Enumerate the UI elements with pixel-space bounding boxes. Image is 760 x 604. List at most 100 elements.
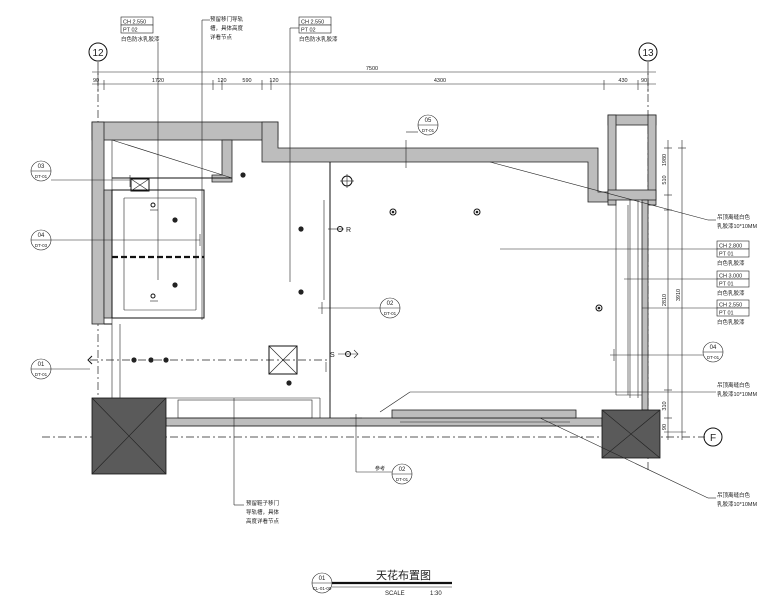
dim-top-6: 4300 (434, 78, 446, 84)
svg-text:白色防水乳胶漆: 白色防水乳胶漆 (121, 35, 160, 43)
grid-bubble-13 (638, 42, 658, 62)
scale-label: SCALE (385, 591, 405, 597)
note-rail-bottom: 预留鞋子移门 导轨槽，具体 高度详看节点 (233, 398, 280, 525)
dim-top-overall: 7500 (366, 66, 378, 72)
section-marker-02-bottom: 02 DT-01 参考 (350, 414, 413, 485)
svg-text:白色防水乳胶漆: 白色防水乳胶漆 (299, 35, 338, 43)
svg-text:PT 01: PT 01 (719, 282, 734, 288)
svg-text:04: 04 (38, 233, 45, 239)
grid-label-12: 12 (92, 48, 104, 59)
svg-text:CH 3.000: CH 3.000 (719, 274, 742, 280)
svg-text:01: 01 (38, 362, 45, 368)
svg-text:05: 05 (425, 118, 432, 124)
svg-text:乳胶漆10*10MM: 乳胶漆10*10MM (717, 500, 757, 508)
svg-text:02: 02 (399, 467, 406, 473)
note-shadow-gap-3: 吊顶离缝白色 乳胶漆10*10MM (539, 417, 757, 508)
section-marker-05: 05 DT-01 (405, 114, 439, 168)
svg-text:03: 03 (38, 164, 45, 170)
supply-air-label: S (330, 352, 335, 359)
title-sheet: CL-01-00 (313, 586, 332, 591)
svg-text:CH 2.550: CH 2.550 (301, 20, 324, 26)
dim-top-7: 430 (618, 78, 627, 84)
ceiling-tag-4: CH 3.000 PT 01 白色乳胶漆 (624, 270, 750, 297)
downlight (172, 282, 178, 288)
section-markers: 05 DT-01 03 DT-01 04 DT-03 02 (30, 114, 724, 485)
dim-right-overall: 3910 (676, 289, 682, 301)
dim-top-1: 90 (93, 78, 99, 84)
smoke-detector-icon (340, 174, 354, 188)
section-marker-02-mid: 02 DT-01 (318, 297, 401, 319)
wall-top-right (261, 121, 609, 203)
section-marker-01: 01 DT-01 (30, 355, 330, 380)
note-shadow-gap-1: 吊顶离缝白色 乳胶漆10*10MM (489, 161, 757, 230)
dim-top-4: 590 (242, 78, 251, 84)
svg-text:详看节点: 详看节点 (210, 33, 233, 41)
svg-text:DT-01: DT-01 (396, 477, 409, 482)
grid-label-F: F (710, 433, 716, 444)
wall-bottom-step (391, 409, 577, 419)
svg-text:PT 01: PT 01 (719, 311, 734, 317)
wall-left-inner (103, 189, 113, 319)
wall-notch (211, 139, 233, 183)
svg-text:白色乳胶漆: 白色乳胶漆 (717, 289, 745, 297)
svg-text:PT 02: PT 02 (123, 28, 138, 34)
dim-right-3: 2810 (662, 294, 668, 306)
right-dimension-chain: 1980 510 2810 310 90 3910 (662, 140, 686, 440)
svg-text:乳胶漆10*10MM: 乳胶漆10*10MM (717, 222, 757, 230)
svg-text:04: 04 (710, 345, 717, 351)
svg-text:预留鞋子移门: 预留鞋子移门 (246, 499, 279, 507)
drawing-title: 天花布置图 (376, 569, 431, 582)
svg-text:DT-01: DT-01 (35, 372, 48, 377)
svg-text:预留移门导轨: 预留移门导轨 (210, 15, 244, 23)
svg-text:02: 02 (387, 301, 394, 307)
note-rail-top: 预留移门导轨 槽，具体高度 详看节点 (201, 15, 244, 320)
top-dimension-chain: 90 1720 120 590 120 4300 430 90 7500 (92, 66, 656, 92)
dim-right-1: 1980 (662, 154, 668, 166)
svg-text:DT-01: DT-01 (384, 311, 397, 316)
ceiling-tag-3: CH 2.800 PT 01 白色乳胶漆 (500, 240, 750, 267)
svg-text:PT 02: PT 02 (301, 28, 316, 34)
svg-text:CH 2.800: CH 2.800 (719, 244, 742, 250)
svg-text:槽，具体高度: 槽，具体高度 (210, 24, 244, 32)
title-number: 01 (319, 576, 326, 582)
svg-text:DT-01: DT-01 (35, 174, 48, 179)
interior-lines (104, 139, 642, 427)
dim-right-5: 90 (662, 424, 668, 430)
walls (91, 114, 661, 475)
section-marker-03: 03 DT-01 (30, 160, 131, 187)
svg-text:吊顶离缝白色: 吊顶离缝白色 (717, 213, 751, 221)
scale-value: 1:30 (430, 591, 442, 597)
downlight (298, 226, 304, 232)
section-marker-04-right: 04 DT-01 (610, 341, 724, 363)
lighting-fixtures: R S (130, 172, 603, 386)
return-air-label: R (346, 227, 351, 234)
wall-right (641, 199, 649, 411)
svg-text:CH 2.550: CH 2.550 (719, 303, 742, 309)
exhaust-fan-icon (130, 178, 150, 192)
wall-top-left (91, 121, 279, 141)
downlight (172, 217, 178, 223)
downlight (298, 289, 304, 295)
svg-text:DT-01: DT-01 (707, 355, 720, 360)
svg-text:CH 2.550: CH 2.550 (123, 20, 146, 26)
spotlights (389, 208, 603, 312)
downlight (240, 172, 246, 178)
title-block: 01 CL-01-00 天花布置图 SCALE 1:30 (311, 569, 452, 597)
dim-top-5: 120 (269, 78, 278, 84)
section-marker-04-left: 04 DT-03 (30, 229, 201, 251)
grid-bubble-12 (88, 42, 108, 62)
wall-right-box-left (607, 114, 617, 206)
svg-text:乳胶漆10*10MM: 乳胶漆10*10MM (717, 390, 757, 398)
dim-top-8: 90 (641, 78, 647, 84)
ref-note: 参考 (375, 465, 385, 472)
svg-text:白色乳胶漆: 白色乳胶漆 (717, 259, 745, 267)
svg-text:高度详看节点: 高度详看节点 (246, 517, 280, 525)
ceiling-tag-1: CH 2.550 PT 02 白色防水乳胶漆 (120, 16, 160, 280)
svg-text:PT 01: PT 01 (719, 252, 734, 258)
svg-text:吊顶离缝白色: 吊顶离缝白色 (717, 381, 751, 389)
dim-right-2: 510 (662, 175, 668, 184)
grid-label-13: 13 (642, 48, 654, 59)
downlight (286, 380, 292, 386)
note-shadow-gap-2: 吊顶离缝白色 乳胶漆10*10MM (379, 381, 757, 413)
